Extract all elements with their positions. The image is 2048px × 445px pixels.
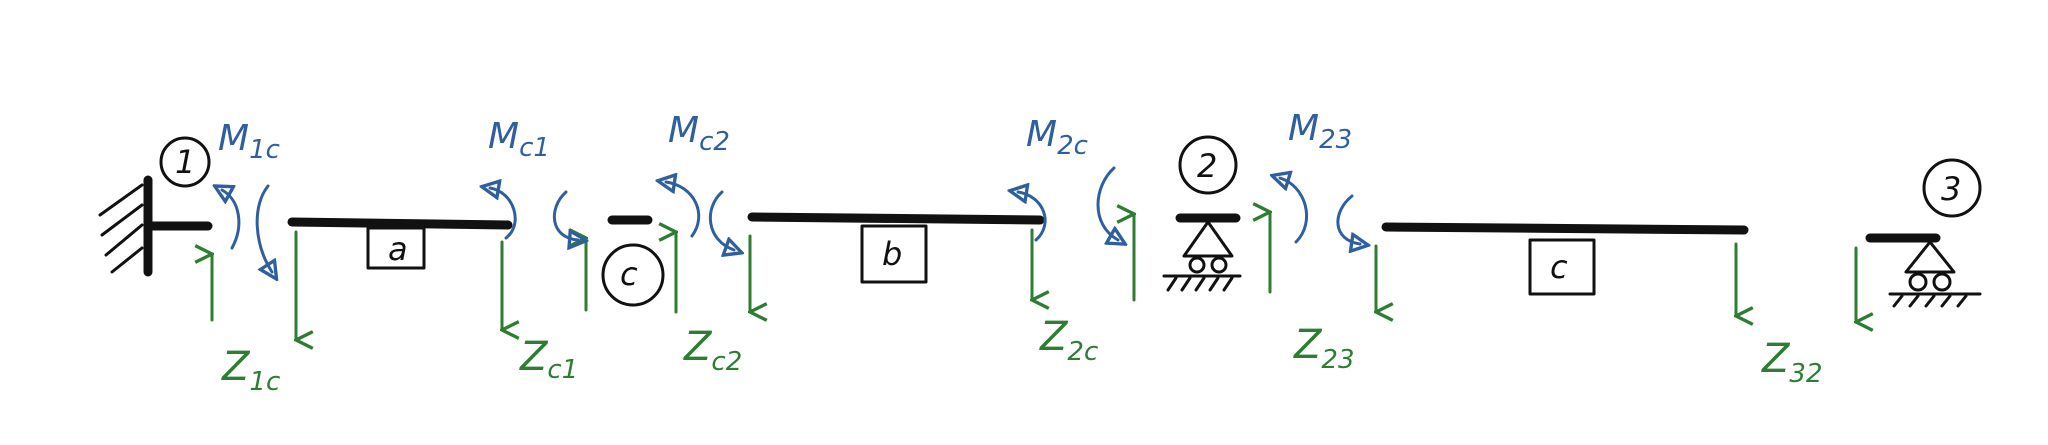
moment-arc-m23-cw [1336, 194, 1360, 244]
moment-arrows [222, 166, 1360, 272]
label-m1c: M1c [218, 118, 280, 165]
label-z32: Z32 [1761, 336, 1823, 389]
moment-arc-mc2-ccw [666, 182, 701, 238]
moment-arc-m23-ccw [1280, 178, 1308, 244]
svg-text:3: 3 [1941, 170, 1961, 208]
node-1: 1 [159, 136, 211, 188]
label-z2c: Z2c [1039, 314, 1098, 367]
moment-arc-mc2-cw [708, 190, 734, 250]
moment-arc-m2c-cw [1096, 166, 1118, 240]
segment-label-c: c [1550, 248, 1568, 286]
moment-arc-m2c-ccw [1018, 192, 1047, 242]
label-zc2: Zc2 [683, 324, 742, 377]
beam-segment-a: a [287, 217, 513, 270]
roller-support-3 [1865, 233, 1982, 308]
label-z1c: Z1c [221, 344, 280, 397]
beam-segment-b: b [747, 212, 1045, 284]
segment-label-b: b [882, 235, 902, 273]
label-z23: Z23 [1293, 322, 1355, 375]
moment-arc-m1c-cw [255, 184, 272, 272]
node-3: 3 [1922, 158, 1982, 218]
moment-arc-m1c-ccw [222, 190, 241, 250]
svg-text:c: c [620, 255, 638, 293]
label-mc2: Mc2 [668, 110, 730, 157]
label-mc1: Mc1 [488, 116, 550, 163]
roller-support-2 [1162, 213, 1242, 292]
segment-label-a: a [388, 230, 408, 268]
label-m2c: M2c [1026, 114, 1088, 161]
node-2: 2 [1178, 135, 1238, 195]
fixed-support-1 [98, 175, 213, 277]
label-m23: M23 [1288, 108, 1352, 155]
moment-arc-mc1-ccw [490, 188, 517, 240]
hinge-node-c: c [601, 243, 665, 307]
label-zc1: Zc1 [519, 334, 578, 385]
svg-text:2: 2 [1197, 147, 1217, 185]
moment-arc-mc1-cw [552, 190, 578, 240]
beam-segment-c: c [1381, 222, 1749, 296]
svg-text:1: 1 [175, 143, 195, 181]
